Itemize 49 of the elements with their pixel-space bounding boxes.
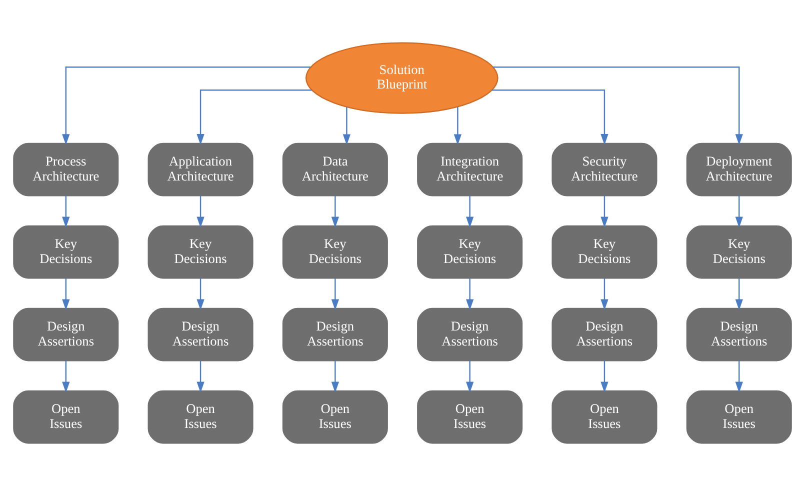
node-box: Design Assertions bbox=[282, 308, 388, 362]
arrow bbox=[331, 196, 339, 228]
node-box: Key Decisions bbox=[282, 225, 388, 279]
node-box: Design Assertions bbox=[13, 308, 119, 362]
node-box: Key Decisions bbox=[417, 225, 523, 279]
node-box: Integration Architecture bbox=[417, 142, 523, 196]
node-box: Open Issues bbox=[148, 390, 254, 444]
arrow bbox=[62, 278, 70, 310]
arrow bbox=[492, 90, 608, 145]
arrow bbox=[466, 360, 474, 393]
arrow bbox=[342, 107, 351, 146]
node-box: Design Assertions bbox=[552, 308, 658, 362]
arrow bbox=[331, 360, 339, 393]
node-box: Key Decisions bbox=[148, 225, 254, 279]
arrow bbox=[735, 278, 743, 310]
node-box: Process Architecture bbox=[13, 142, 119, 196]
arrow bbox=[600, 278, 608, 310]
arrow bbox=[466, 196, 474, 228]
arrow bbox=[454, 107, 462, 146]
arrow bbox=[196, 360, 204, 393]
node-box: Design Assertions bbox=[417, 308, 523, 362]
node-box: Deployment Architecture bbox=[686, 142, 792, 196]
node-box: Application Architecture bbox=[148, 142, 254, 196]
arrow bbox=[196, 278, 204, 310]
node-box: Open Issues bbox=[282, 390, 388, 444]
node-box: Key Decisions bbox=[13, 225, 119, 279]
node-box: Design Assertions bbox=[686, 308, 792, 362]
node-box: Data Architecture bbox=[282, 142, 388, 196]
node-box: Open Issues bbox=[686, 390, 792, 444]
arrow bbox=[493, 66, 743, 146]
node-box: Open Issues bbox=[552, 390, 658, 444]
arrow bbox=[196, 90, 312, 145]
node-box: Security Architecture bbox=[552, 142, 658, 196]
node-box: Key Decisions bbox=[686, 225, 792, 279]
node-box: Open Issues bbox=[417, 390, 523, 444]
node-box: Open Issues bbox=[13, 390, 119, 444]
arrow bbox=[466, 278, 474, 310]
arrow bbox=[735, 196, 743, 228]
arrow bbox=[735, 360, 743, 393]
arrow bbox=[62, 66, 311, 146]
arrow bbox=[600, 196, 608, 228]
arrow bbox=[62, 196, 70, 228]
node-ellipse: Solution Blueprint bbox=[305, 42, 498, 114]
arrow bbox=[62, 360, 70, 393]
node-box: Key Decisions bbox=[552, 225, 658, 279]
node-box: Design Assertions bbox=[148, 308, 254, 362]
arrow bbox=[600, 360, 608, 393]
arrow bbox=[331, 278, 339, 310]
arrow bbox=[196, 196, 204, 228]
